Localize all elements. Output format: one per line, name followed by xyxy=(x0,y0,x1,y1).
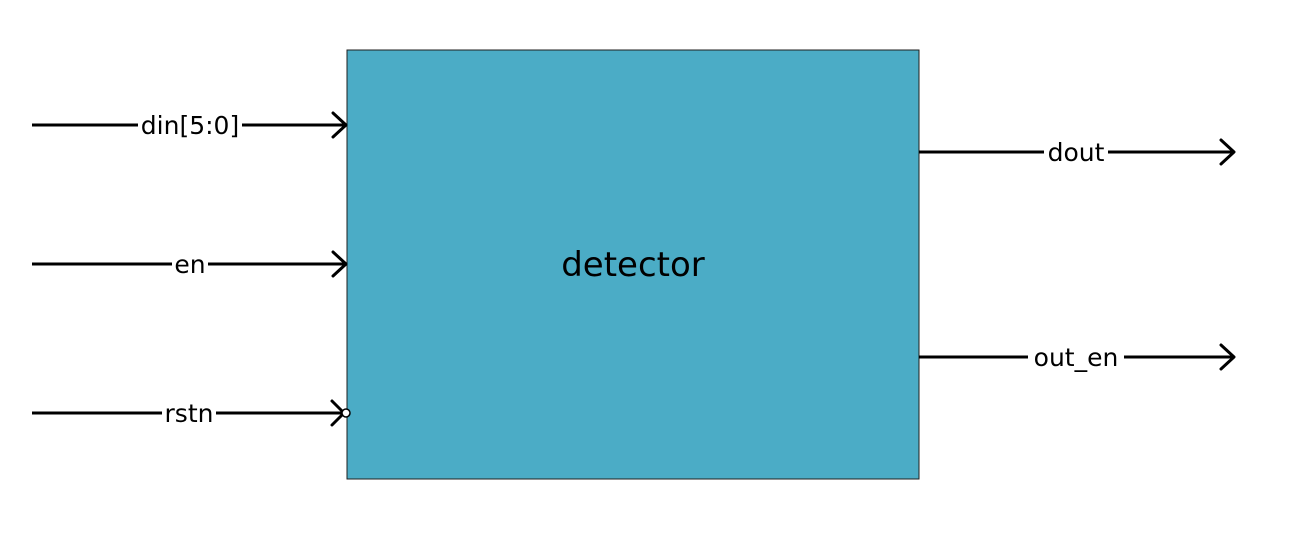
input-label-din: din[5:0] xyxy=(141,111,239,140)
input-label-bg-din xyxy=(138,110,242,140)
output-label-out-en: out_en xyxy=(1034,343,1119,372)
output-arrowhead-dout xyxy=(1219,138,1236,166)
input-port-din: din[5:0] xyxy=(32,110,348,140)
output-port-out-en: out_en xyxy=(919,342,1236,372)
input-label-bg-en xyxy=(172,249,208,279)
output-arrowhead-out-en xyxy=(1219,343,1236,371)
output-label-dout: dout xyxy=(1048,138,1105,167)
output-label-bg-dout xyxy=(1044,137,1108,167)
input-port-rstn: rstn xyxy=(32,398,351,428)
input-label-bg-rstn xyxy=(162,398,216,428)
input-arrowhead-din xyxy=(331,111,348,139)
input-port-en: en xyxy=(32,249,348,279)
input-label-rstn: rstn xyxy=(165,399,214,428)
detector-block xyxy=(346,49,920,480)
block-label: detector xyxy=(561,245,705,285)
input-label-en: en xyxy=(174,250,205,279)
output-port-dout: dout xyxy=(919,137,1236,167)
inversion-bubble-icon xyxy=(341,408,351,418)
output-label-bg-out-en xyxy=(1028,342,1124,372)
input-arrowhead-en xyxy=(331,250,348,278)
